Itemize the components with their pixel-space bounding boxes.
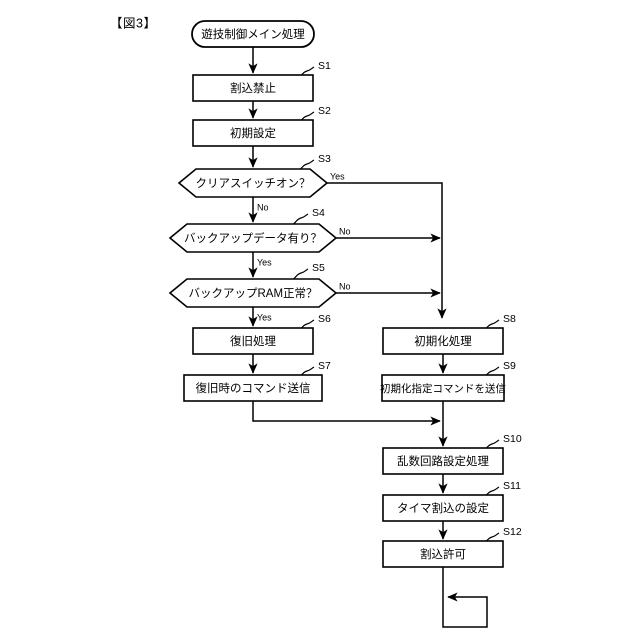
step-label-s1: S1 [318, 60, 331, 72]
branch-label-s5-yes: Yes [257, 312, 272, 322]
connector-s3-yes-to-merge [327, 182, 447, 319]
step-label-s5: S5 [312, 262, 325, 274]
process-box-s12 [382, 540, 504, 568]
connector-s7-to-s10-rail [252, 401, 441, 426]
node-start: 遊技制御メイン処理 [191, 20, 315, 48]
step-label-s9: S9 [503, 360, 516, 372]
branch-label-s4-yes: Yes [257, 257, 272, 267]
node-s12: 割込許可 [382, 540, 504, 568]
branch-label-s4-no: No [339, 226, 351, 236]
step-label-s4: S4 [312, 207, 325, 219]
node-s10: 乱数回路設定処理 [382, 447, 504, 475]
branch-label-layer: Yes No No Yes No Yes [257, 171, 351, 322]
node-s8: 初期化処理 [382, 327, 504, 355]
step-label-s11: S11 [503, 480, 521, 492]
process-label-s12: 割込許可 [420, 547, 466, 561]
decision-shape-s5 [168, 278, 338, 308]
branch-label-s3-no: No [257, 202, 269, 212]
node-s3: クリアスイッチオン？ [177, 168, 329, 198]
process-label-s7: 復旧時のコマンド送信 [196, 381, 311, 395]
step-label-s10: S10 [503, 433, 522, 445]
node-s9: 初期化指定コマンドを送信 [380, 374, 506, 402]
process-box-s8 [382, 327, 504, 355]
node-s11: タイマ割込の設定 [382, 494, 504, 522]
node-s7: 復旧時のコマンド送信 [183, 374, 323, 402]
process-label-s10: 乱数回路設定処理 [397, 454, 489, 468]
node-s5: バックアップRAM正常？ [168, 278, 338, 308]
process-box-s9 [381, 374, 505, 402]
process-label-s1: 割込禁止 [230, 81, 276, 95]
node-s4: バックアップデータ有り？ [168, 223, 338, 253]
branch-label-s5-no: No [339, 281, 351, 291]
terminal-shape [191, 20, 315, 48]
node-s2: 初期設定 [192, 119, 314, 147]
decision-shape-s4 [168, 223, 338, 253]
branch-label-s3-yes: Yes [330, 171, 345, 181]
node-s1: 割込禁止 [192, 74, 314, 102]
process-label-s8: 初期化処理 [414, 334, 472, 348]
step-label-s3: S3 [318, 153, 331, 165]
step-label-s12: S12 [503, 526, 522, 538]
step-label-s8: S8 [503, 313, 516, 325]
connector-s12-loopback [442, 567, 488, 628]
terminal-label: 遊技制御メイン処理 [201, 27, 305, 41]
process-label-s11: タイマ割込の設定 [397, 501, 489, 515]
node-s6: 復旧処理 [192, 327, 314, 355]
process-box-s1 [192, 74, 314, 102]
connector-layer [248, 47, 488, 628]
step-number-layer: S1 S2 S3 S4 S5 S6 S7 S8 S9 S10 S11 S12 [312, 60, 522, 538]
decision-shape-s3 [177, 168, 329, 198]
decision-label-s5: バックアップRAM正常？ [188, 287, 317, 300]
process-label-s9: 初期化指定コマンドを送信 [380, 382, 506, 395]
process-box-s2 [192, 119, 314, 147]
step-label-s2: S2 [318, 105, 331, 117]
figure-label: 【図3】 [110, 16, 156, 30]
process-label-s6: 復旧処理 [230, 334, 276, 348]
step-label-s6: S6 [318, 313, 331, 325]
process-label-s2: 初期設定 [230, 126, 276, 140]
process-box-s10 [382, 447, 504, 475]
process-box-s6 [192, 327, 314, 355]
process-box-s7 [183, 374, 323, 402]
decision-label-s4: バックアップデータ有り？ [184, 231, 322, 245]
step-label-s7: S7 [318, 360, 331, 372]
decision-label-s3: クリアスイッチオン？ [196, 177, 311, 190]
process-box-s11 [382, 494, 504, 522]
